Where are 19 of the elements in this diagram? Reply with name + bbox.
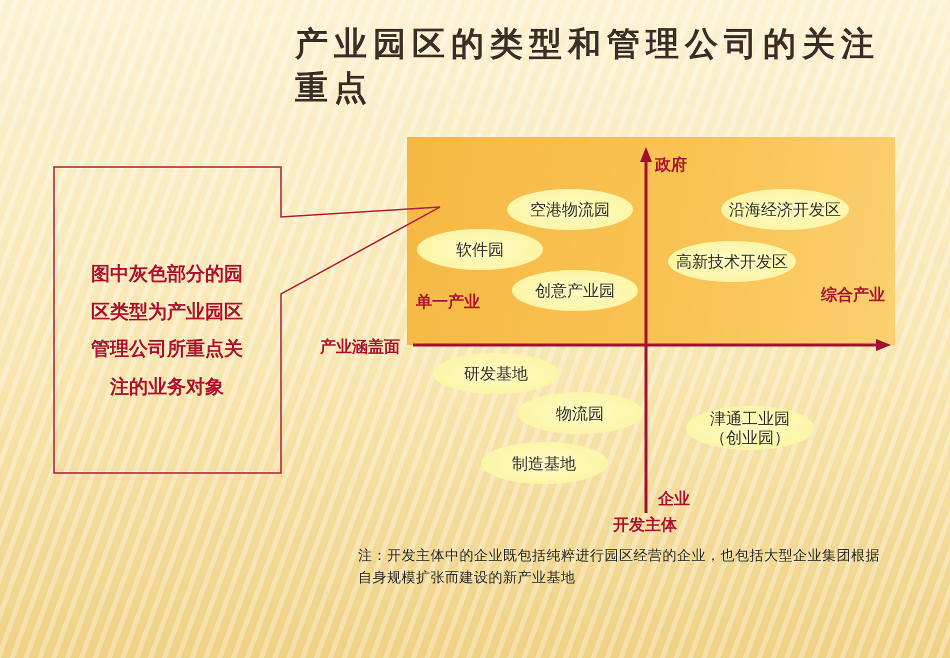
ellipse-node: 物流园 <box>517 392 643 434</box>
axis-label: 政府 <box>655 156 687 174</box>
ellipse-node: 制造基地 <box>480 442 608 484</box>
highlight-region <box>407 137 895 345</box>
title: 产业园区的类型和管理公司的关注重点 <box>295 23 881 109</box>
ellipse-node: 软件园 <box>417 228 543 270</box>
ellipse-node: 高新技术开发区 <box>668 240 796 282</box>
callout-text: 图中灰色部分的园区类型为产业园区管理公司所重点关注的业务对象 <box>90 262 244 400</box>
ellipse-node: 创意产业园 <box>512 270 638 310</box>
axis-label: 开发主体 <box>613 516 677 534</box>
ellipse-node: 津通工业园（创业园） <box>686 406 814 450</box>
footnote: 注：开发主体中的企业既包括纯粹进行园区经营的企业，也包括大型企业集团根据自身规模扩张而建设的新产业基地 <box>358 547 881 588</box>
ellipse-node: 空港物流园 <box>507 188 633 230</box>
axis-label: 单一产业 <box>416 293 480 311</box>
axis-label: 综合产业 <box>821 286 885 304</box>
axis-label: 企业 <box>658 490 690 508</box>
ellipse-node: 沿海经济开发区 <box>721 188 849 230</box>
ellipse-node: 研发基地 <box>433 352 559 394</box>
axis-label: 产业涵盖面 <box>320 338 400 356</box>
